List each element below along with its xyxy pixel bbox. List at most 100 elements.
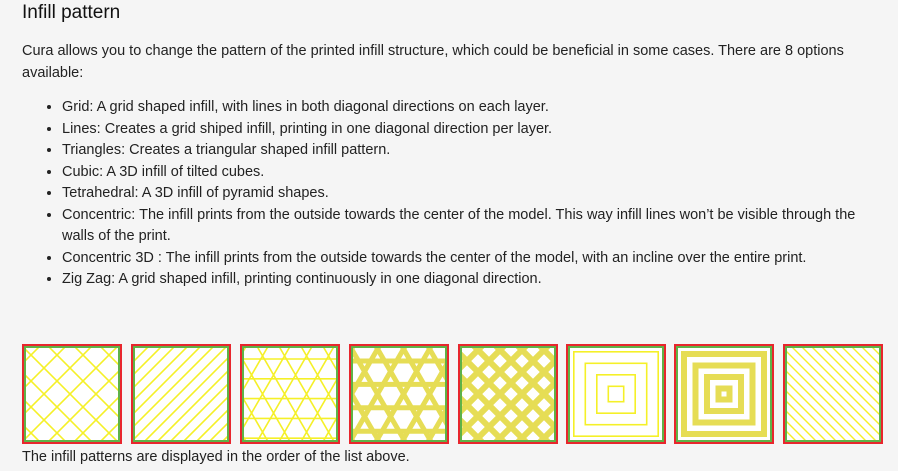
concentric-3d-icon [678,348,770,440]
infill-ring [692,362,756,426]
infill-line [832,348,879,395]
infill-lines [26,348,118,440]
infill-line [842,348,879,385]
infill-ring [584,362,648,426]
infill-ring [681,351,767,437]
infill-line [135,348,175,388]
infill-line [515,348,554,387]
infill-ring [595,373,637,415]
tile-background [787,348,879,440]
infill-line [515,401,554,440]
grid-tile [22,344,122,444]
infill-line [244,360,291,440]
infill-line [862,348,879,365]
infill-line [852,348,879,375]
infill-line [426,407,445,440]
concentric-tile [566,344,666,444]
infill-line [157,370,227,440]
infill-pattern-gallery [22,344,892,444]
lines-tile [131,344,231,444]
infill-lines [135,348,227,440]
infill-line [353,348,408,440]
infill-lines [462,348,554,440]
infill-line [462,373,529,440]
infill-ring [607,385,625,403]
list-item-zigzag: Zig Zag: A grid shaped infill, printing … [62,269,888,291]
infill-line [135,348,188,401]
infill-line [802,348,879,425]
infill-line [170,383,227,440]
tile-background [678,348,770,440]
infill-lines [353,348,445,440]
section-heading: Infill pattern [22,2,121,23]
infill-line [787,361,866,440]
pattern-list: Grid: A grid shaped infill, with lines i… [22,97,888,291]
infill-line [135,348,201,414]
infill-line [244,398,269,440]
infill-line [353,391,382,440]
infill-line [26,348,118,440]
infill-line [209,422,227,440]
infill-line [792,348,879,435]
infill-ring [704,374,744,414]
tile-background [135,348,227,440]
infill-line [323,417,336,440]
zigzag-icon [787,348,879,440]
infill-line [74,396,118,440]
infill-line [787,371,856,440]
tetrahedral-icon [462,348,554,440]
infill-line [279,348,335,440]
infill-line [374,348,434,440]
concentric-3d-tile [674,344,774,444]
infill-line [787,391,836,440]
list-item-lines: Lines: Creates a grid shiped infill, pri… [62,119,888,141]
infill-line [48,348,118,418]
infill-line [493,348,554,409]
list-item-tetrahedral: Tetrahedral: A 3D infill of pyramid shap… [62,183,888,205]
infill-ring [572,350,660,438]
list-item-concentric-3d: Concentric 3D : The infill prints from t… [62,248,888,270]
infill-line [787,411,816,440]
infill-line [100,348,118,366]
infill-line [462,417,485,440]
infill-line [787,401,826,440]
infill-line [183,396,227,440]
infill-line [812,348,879,415]
infill-line [26,348,66,388]
grid-icon [26,348,118,440]
infill-line [26,400,66,440]
list-item-concentric: Concentric: The infill prints from the o… [62,205,888,248]
tile-background [26,348,118,440]
infill-lines [787,348,879,440]
triangles-icon [244,348,336,440]
list-item-triangles: Triangles: Creates a triangular shaped i… [62,140,888,162]
zigzag-tile [783,344,883,444]
list-item-grid: Grid: A grid shaped infill, with lines i… [62,97,888,119]
intro-paragraph: Cura allows you to change the pattern of… [22,43,844,81]
infill-line [462,348,485,371]
cubic-tile [349,344,449,444]
tetrahedral-tile [458,344,558,444]
infill-line [787,381,846,440]
lines-icon [135,348,227,440]
infill-line [787,421,806,440]
gallery-caption: The infill patterns are displayed in the… [22,449,410,465]
infill-line [462,351,551,440]
infill-line [323,348,336,371]
infill-line [400,348,445,426]
infill-line [257,348,313,440]
infill-line [100,422,118,440]
infill-line [135,348,227,440]
infill-line [144,357,227,440]
concentric-icon [570,348,662,440]
infill-line [301,348,336,409]
tile-background [244,348,336,440]
infill-line [471,348,554,431]
infill-line [196,409,227,440]
infill-line [135,348,214,427]
infill-line [244,348,269,390]
infill-line [426,348,445,381]
infill-line [462,348,507,393]
cubic-icon [353,348,445,440]
tile-background [570,348,662,440]
